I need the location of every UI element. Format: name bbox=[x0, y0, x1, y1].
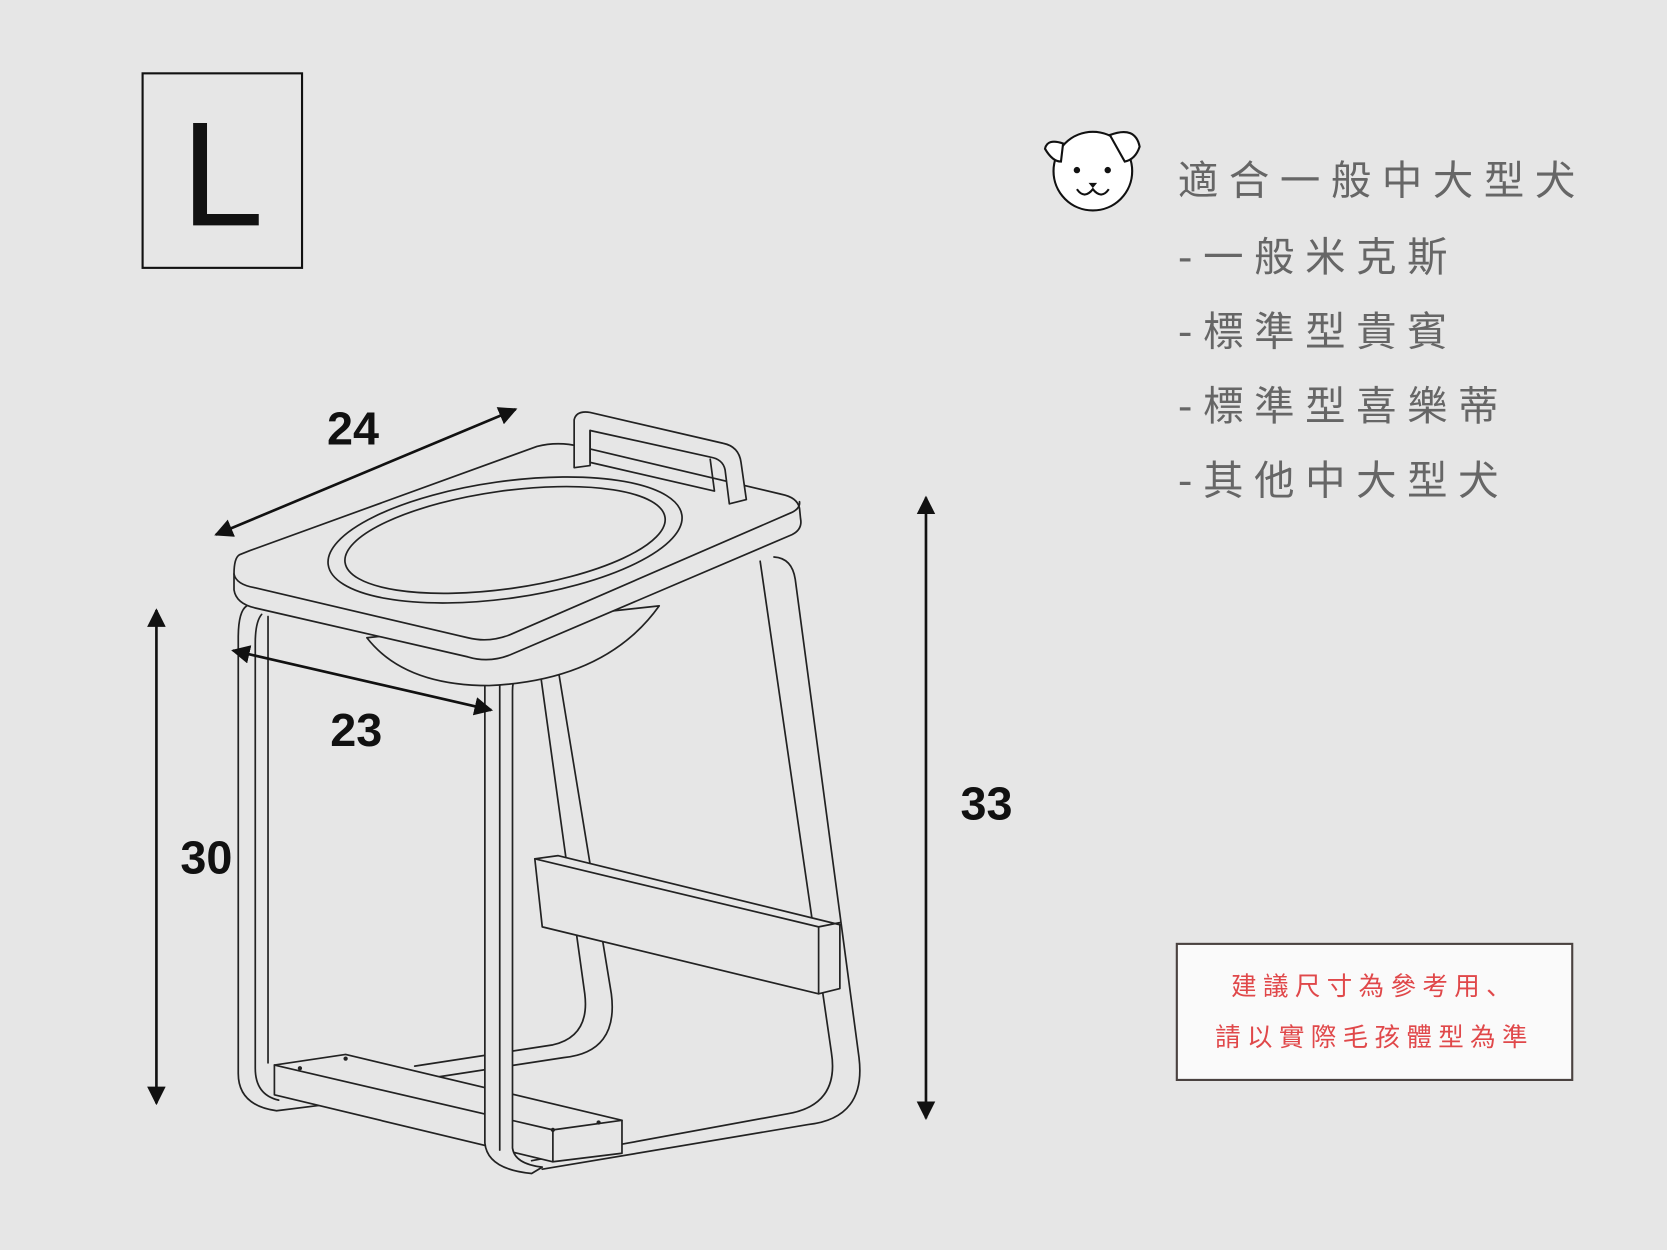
suitability-item: -一般米克斯 bbox=[1178, 234, 1458, 281]
dimension-total-height: 33 bbox=[961, 778, 1013, 830]
notice-line-1: 建議尺寸為參考用、 bbox=[1231, 972, 1518, 1002]
arrow-depth bbox=[231, 645, 494, 716]
dimension-arrows bbox=[147, 407, 936, 1121]
dimension-frame-height: 30 bbox=[180, 832, 232, 884]
size-label: L bbox=[181, 90, 264, 257]
stand-illustration bbox=[233, 411, 861, 1175]
dimension-depth: 23 bbox=[330, 704, 382, 756]
suitability-item: -標準型貴賓 bbox=[1178, 308, 1458, 355]
suitability-title: 適合一般中大型犬 bbox=[1178, 158, 1586, 205]
arrow-width bbox=[214, 407, 518, 537]
suitability-item: -其他中大型犬 bbox=[1178, 457, 1509, 504]
size-label-box: L bbox=[141, 72, 304, 269]
notice-line-2: 請以實際毛孩體型為準 bbox=[1215, 1023, 1534, 1053]
dog-face-icon bbox=[1043, 130, 1141, 212]
dimension-width: 24 bbox=[327, 402, 379, 454]
size-notice-box: 建議尺寸為參考用、 請以實際毛孩體型為準 bbox=[1175, 942, 1574, 1081]
suitability-item: -標準型喜樂蒂 bbox=[1178, 383, 1509, 430]
